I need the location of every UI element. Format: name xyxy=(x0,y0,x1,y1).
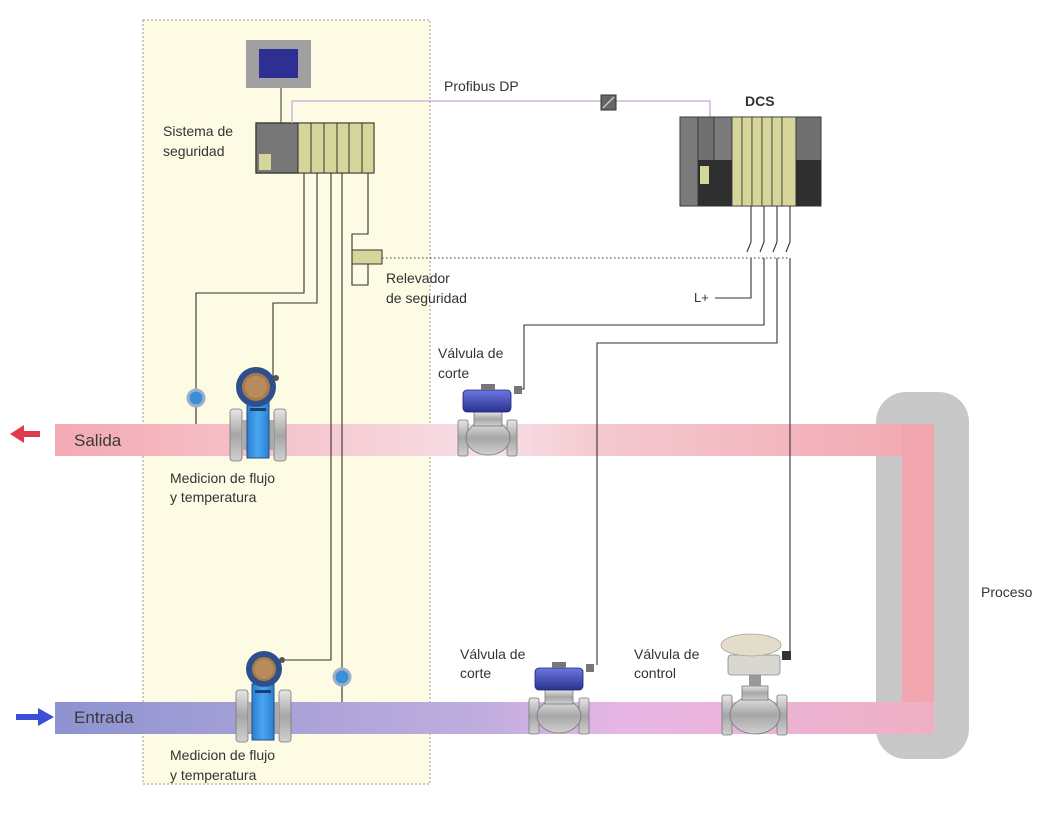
profibus-line xyxy=(291,100,711,123)
monitor-icon xyxy=(246,40,311,123)
control-valve-label-2: control xyxy=(634,665,676,681)
safety-system-label-1: Sistema de xyxy=(163,123,233,139)
relay-label-1: Relevador xyxy=(386,270,450,286)
flow-bottom-label-2: y temperatura xyxy=(170,767,257,783)
safety-relay xyxy=(351,249,383,265)
relay-wire xyxy=(351,173,369,286)
inlet-pipe xyxy=(55,702,934,734)
temperature-sensor-bottom-icon xyxy=(332,667,352,702)
control-valve-label-1: Válvula de xyxy=(634,646,700,662)
flow-bottom-label-1: Medicion de flujo xyxy=(170,747,275,763)
flow-top-label-1: Medicion de flujo xyxy=(170,470,275,486)
shutoff-valve-bottom-label-2: corte xyxy=(460,665,491,681)
wire-flowmeter-bottom xyxy=(282,173,332,661)
safety-controller xyxy=(255,122,375,174)
wire-shutoff-top xyxy=(517,258,765,390)
safety-system-label-2: seguridad xyxy=(163,143,225,159)
shutoff-valve-top-label-1: Válvula de xyxy=(438,345,504,361)
process-label: Proceso xyxy=(981,584,1033,600)
shutoff-valve-top-label-2: corte xyxy=(438,365,469,381)
shutoff-valve-top-icon xyxy=(457,384,522,457)
wire-lplus xyxy=(715,258,752,299)
inlet-arrow-icon xyxy=(16,708,54,726)
inlet-label: Entrada xyxy=(74,708,134,727)
wire-shutoff-bottom xyxy=(596,258,778,665)
control-valve-icon xyxy=(720,633,791,736)
shutoff-valve-bottom-label-1: Válvula de xyxy=(460,646,526,662)
temperature-sensor-top-icon xyxy=(186,388,206,424)
flowmeter-top-icon xyxy=(229,367,287,462)
vertical-pipe xyxy=(902,424,934,734)
outlet-arrow-icon xyxy=(10,425,40,443)
dcs-rack xyxy=(679,116,822,207)
shutoff-valve-bottom-icon xyxy=(528,662,594,735)
dcs-switch-marks xyxy=(746,206,791,253)
relay-label-2: de seguridad xyxy=(386,290,467,306)
outlet-label: Salida xyxy=(74,431,122,450)
wire-flowmeter-top xyxy=(272,173,318,378)
dcs-label: DCS xyxy=(745,93,775,109)
flowmeter-bottom-icon xyxy=(235,651,292,743)
wire-temp-sensor-top xyxy=(195,173,305,390)
flow-top-label-2: y temperatura xyxy=(170,489,257,505)
profibus-coupler-icon xyxy=(600,94,617,111)
profibus-label: Profibus DP xyxy=(444,78,519,94)
lplus-label: L+ xyxy=(694,290,709,305)
